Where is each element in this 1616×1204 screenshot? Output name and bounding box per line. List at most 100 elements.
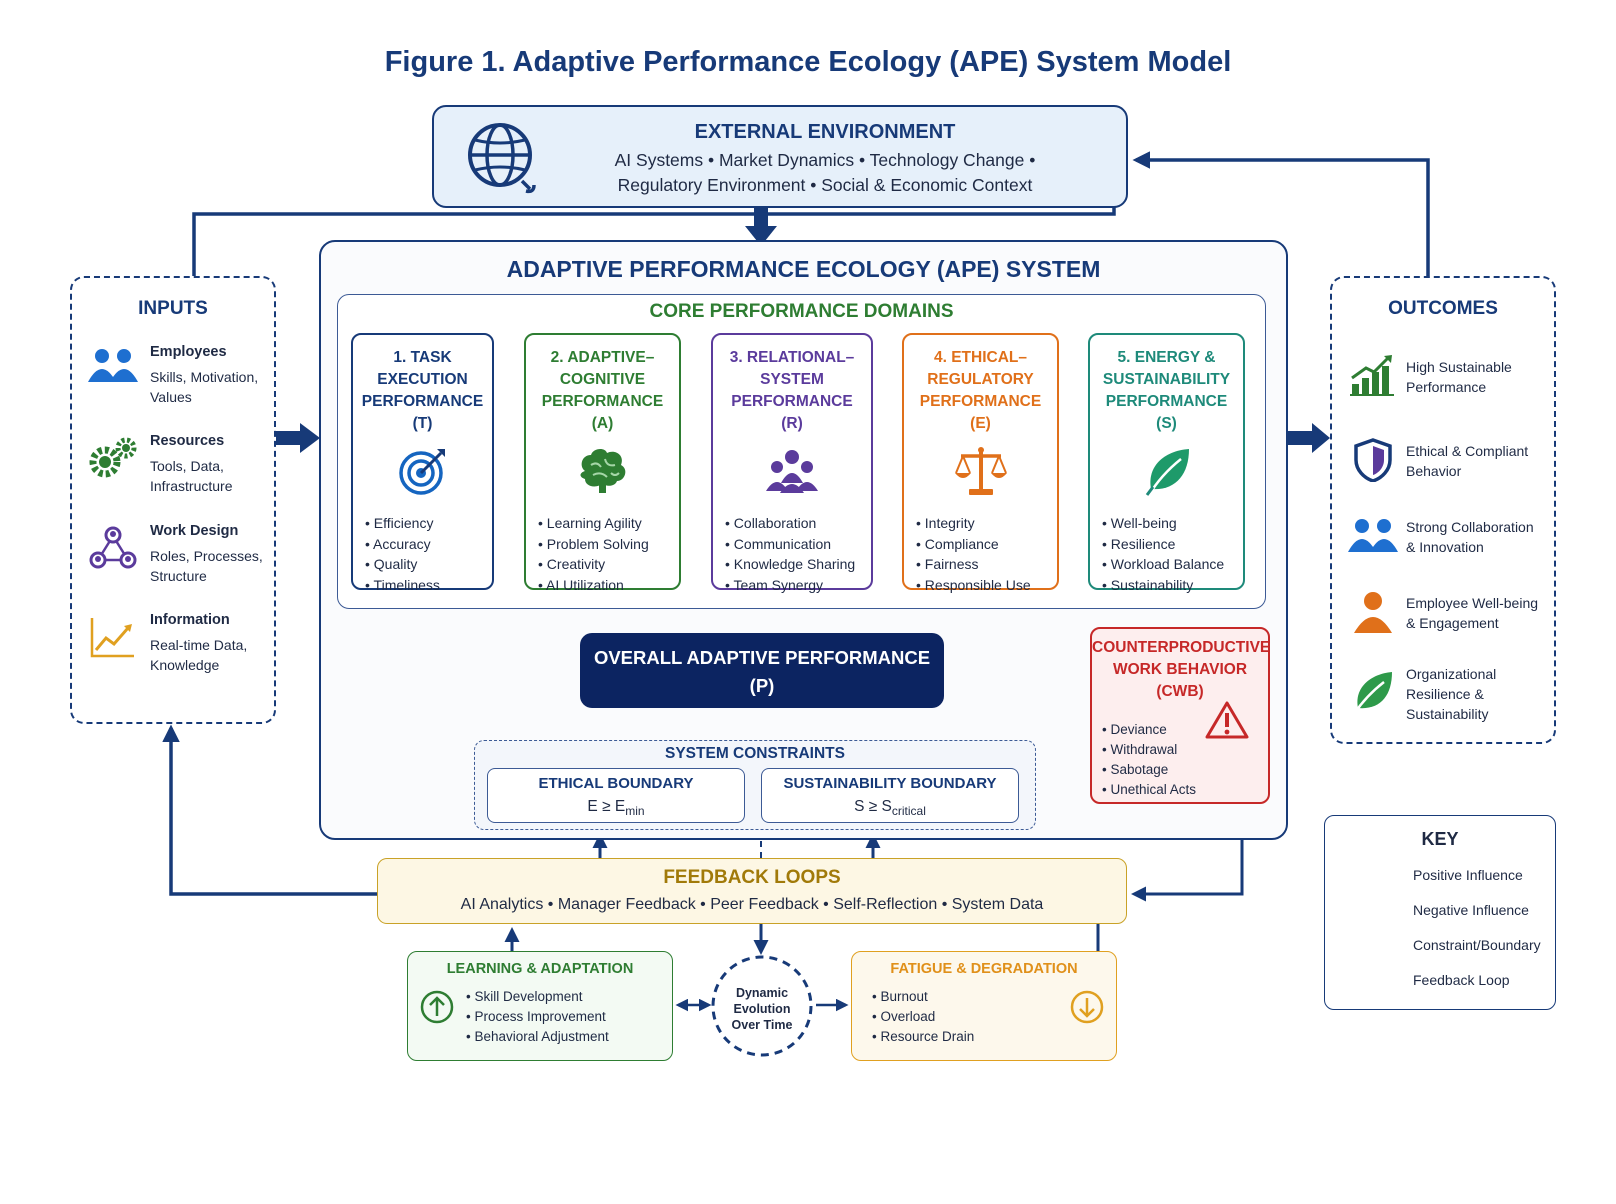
legend-key-box: KEY Positive Influence Negative Influenc… — [1324, 815, 1556, 1010]
domain-title: 1. TASK EXECUTION PERFORMANCE (T) — [353, 347, 492, 435]
outcome-line: & Innovation — [1406, 539, 1484, 555]
list-item: Timeliness — [365, 575, 440, 596]
input-body-line: Skills, Motivation, — [150, 369, 259, 385]
sustainability-boundary-box: SUSTAINABILITY BOUNDARY S ≥ Scritical — [761, 768, 1019, 823]
input-information-body: Real-time Data, Knowledge — [150, 635, 247, 675]
learning-items: Skill Development Process Improvement Be… — [466, 987, 609, 1047]
domain-title: 5. ENERGY & SUSTAINABILITY PERFORMANCE (… — [1090, 347, 1243, 435]
inputs-box: INPUTS Employees Skills, Motivation, Val… — [70, 276, 276, 724]
list-item: Compliance — [916, 534, 1031, 555]
list-item: Burnout — [872, 987, 974, 1007]
input-resources-body: Tools, Data, Infrastructure — [150, 456, 232, 496]
list-item: Well-being — [1102, 513, 1224, 534]
domain-title-line: PERFORMANCE — [919, 393, 1042, 410]
domain-title-line: (S) — [1156, 415, 1177, 432]
list-item: Withdrawal — [1102, 740, 1196, 760]
external-environment-title: EXTERNAL ENVIRONMENT — [694, 121, 956, 143]
list-item: Efficiency — [365, 513, 440, 534]
sustainability-boundary-formula: S ≥ Scritical — [762, 798, 1018, 818]
outcome-wellbeing: Employee Well-being & Engagement — [1406, 593, 1538, 633]
input-employees-head: Employees — [150, 344, 227, 360]
list-item: Learning Agility — [538, 513, 649, 534]
list-item: AI Utilization — [538, 575, 649, 596]
domain-title-line: 1. TASK — [393, 349, 452, 366]
domain-task-execution: 1. TASK EXECUTION PERFORMANCE (T) Effici… — [351, 333, 494, 593]
domain-title-line: (R) — [781, 415, 803, 432]
domain-title-line: (E) — [970, 415, 991, 432]
input-work-design-body: Roles, Processes, Structure — [150, 546, 263, 586]
outcomes-title: OUTCOMES — [1388, 298, 1498, 319]
outcomes-to-env-arrow — [1132, 151, 1430, 276]
input-employees-body: Skills, Motivation, Values — [150, 367, 258, 407]
cwb-title-line: COUNTERPRODUCTIVE — [1092, 639, 1271, 656]
team-icon — [766, 450, 818, 493]
external-environment-line-2: Regulatory Environment • Social & Econom… — [617, 175, 1033, 195]
input-information-head: Information — [150, 612, 230, 628]
list-item: Creativity — [538, 554, 649, 575]
domain-title-line: PERFORMANCE — [1105, 393, 1228, 410]
domain-title-line: COGNITIVE — [559, 371, 646, 388]
counterproductive-work-behavior-box: COUNTERPRODUCTIVE WORK BEHAVIOR (CWB) De… — [1090, 627, 1270, 804]
outcome-high-performance: High Sustainable Performance — [1406, 357, 1512, 397]
formula-main: S ≥ S — [854, 798, 892, 815]
fatigue-title: FATIGUE & DEGRADATION — [890, 961, 1078, 977]
outcome-collaboration: Strong Collaboration & Innovation — [1406, 517, 1534, 557]
warning-icon — [1205, 701, 1249, 739]
list-item: Sabotage — [1102, 760, 1196, 780]
domain-ethical-regulatory: 4. ETHICAL– REGULATORY PERFORMANCE (E) I… — [902, 333, 1059, 593]
outcome-line: Employee Well-being — [1406, 595, 1539, 611]
fatigue-degradation-box: FATIGUE & DEGRADATION Burnout Overload R… — [851, 951, 1117, 1061]
list-item: Deviance — [1102, 720, 1196, 740]
cwb-title-line: WORK BEHAVIOR — [1112, 661, 1248, 678]
outcome-line: Organizational — [1406, 666, 1497, 682]
outcome-line: Performance — [1406, 379, 1487, 395]
outcome-line: High Sustainable — [1406, 359, 1512, 375]
list-item: Quality — [365, 554, 440, 575]
list-item: Problem Solving — [538, 534, 649, 555]
dynamic-evolution-label: Dynamic Evolution Over Time — [712, 985, 812, 1033]
legend-feedback-loop: Feedback Loop — [1413, 972, 1510, 988]
legend-title: KEY — [1421, 829, 1459, 849]
system-to-outcomes-arrow — [1288, 423, 1330, 453]
person-icon — [1354, 592, 1392, 633]
external-environment-line-1: AI Systems • Market Dynamics • Technolog… — [614, 150, 1036, 170]
input-body-line: Tools, Data, — [150, 458, 224, 474]
inputs-to-system-arrow — [276, 423, 320, 453]
ethical-boundary-formula: E ≥ Emin — [488, 798, 744, 818]
feedback-loops-box: FEEDBACK LOOPS AI Analytics • Manager Fe… — [377, 858, 1127, 924]
legend-constraint-boundary: Constraint/Boundary — [1413, 937, 1541, 953]
figure-title: Figure 1. Adaptive Performance Ecology (… — [384, 46, 1232, 78]
list-item: Workload Balance — [1102, 554, 1224, 575]
domain-items: Learning Agility Problem Solving Creativ… — [538, 513, 649, 595]
domain-adaptive-cognitive: 2. ADAPTIVE– COGNITIVE PERFORMANCE (A) L… — [524, 333, 681, 593]
inputs-to-env-line — [192, 206, 1116, 276]
domain-title-line: SYSTEM — [760, 371, 824, 388]
network-icon — [89, 526, 137, 569]
formula-subscript: min — [625, 804, 645, 818]
outcomes-box: OUTCOMES High Sustainable Performance Et… — [1330, 276, 1556, 744]
dynamic-line: Evolution — [733, 1002, 791, 1016]
domain-title: 4. ETHICAL– REGULATORY PERFORMANCE (E) — [904, 347, 1057, 435]
people-icon — [1348, 519, 1398, 552]
arrow-up-circle-icon — [420, 990, 454, 1024]
list-item: Team Synergy — [725, 575, 855, 596]
fatigue-items: Burnout Overload Resource Drain — [872, 987, 974, 1047]
dynamic-line: Dynamic — [735, 986, 789, 1000]
list-item: Overload — [872, 1007, 974, 1027]
domain-title-line: 3. RELATIONAL– — [729, 349, 855, 366]
list-item: Skill Development — [466, 987, 609, 1007]
formula-subscript: critical — [891, 804, 926, 818]
formula-main: E ≥ E — [587, 798, 626, 815]
outcome-ethical-behavior: Ethical & Compliant Behavior — [1406, 441, 1528, 481]
legend-negative-influence: Negative Influence — [1413, 902, 1529, 918]
domain-title-line: PERFORMANCE — [731, 393, 853, 410]
brain-icon — [580, 449, 625, 493]
list-item: Unethical Acts — [1102, 780, 1196, 800]
list-item: Process Improvement — [466, 1007, 609, 1027]
cwb-title-line: (CWB) — [1156, 683, 1204, 700]
domain-title-line: 5. ENERGY & — [1117, 349, 1216, 366]
list-item: Responsible Use — [916, 575, 1031, 596]
input-body-line: Real-time Data, — [150, 637, 248, 653]
legend-positive-influence: Positive Influence — [1413, 867, 1523, 883]
overall-title: OVERALL ADAPTIVE PERFORMANCE — [593, 647, 931, 668]
